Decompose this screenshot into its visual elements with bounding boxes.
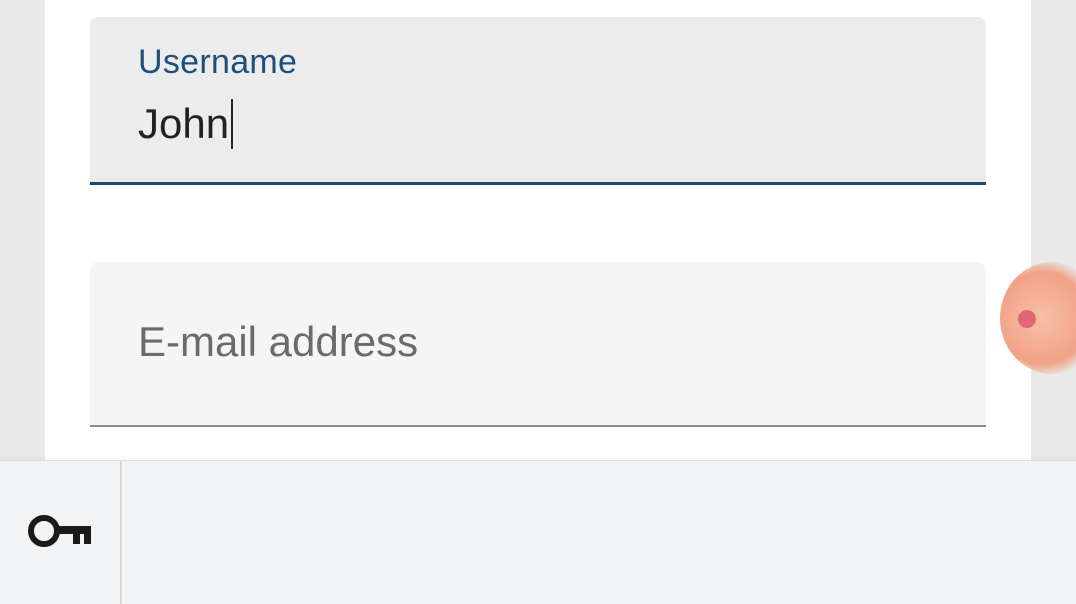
bubble-dot: [1018, 310, 1036, 328]
username-field[interactable]: Username John: [90, 17, 986, 185]
email-field[interactable]: E-mail address: [90, 262, 986, 427]
keyboard-suggestion-bar: [0, 460, 1076, 604]
email-placeholder: E-mail address: [138, 318, 419, 365]
username-input[interactable]: John: [138, 99, 234, 149]
username-value: John: [138, 100, 230, 147]
username-label: Username: [138, 43, 298, 81]
form-card: Username John E-mail address: [45, 0, 1031, 470]
text-caret: [231, 99, 234, 149]
key-icon: [27, 514, 93, 553]
floating-bubble[interactable]: [1000, 262, 1076, 374]
password-manager-button[interactable]: [0, 461, 122, 604]
